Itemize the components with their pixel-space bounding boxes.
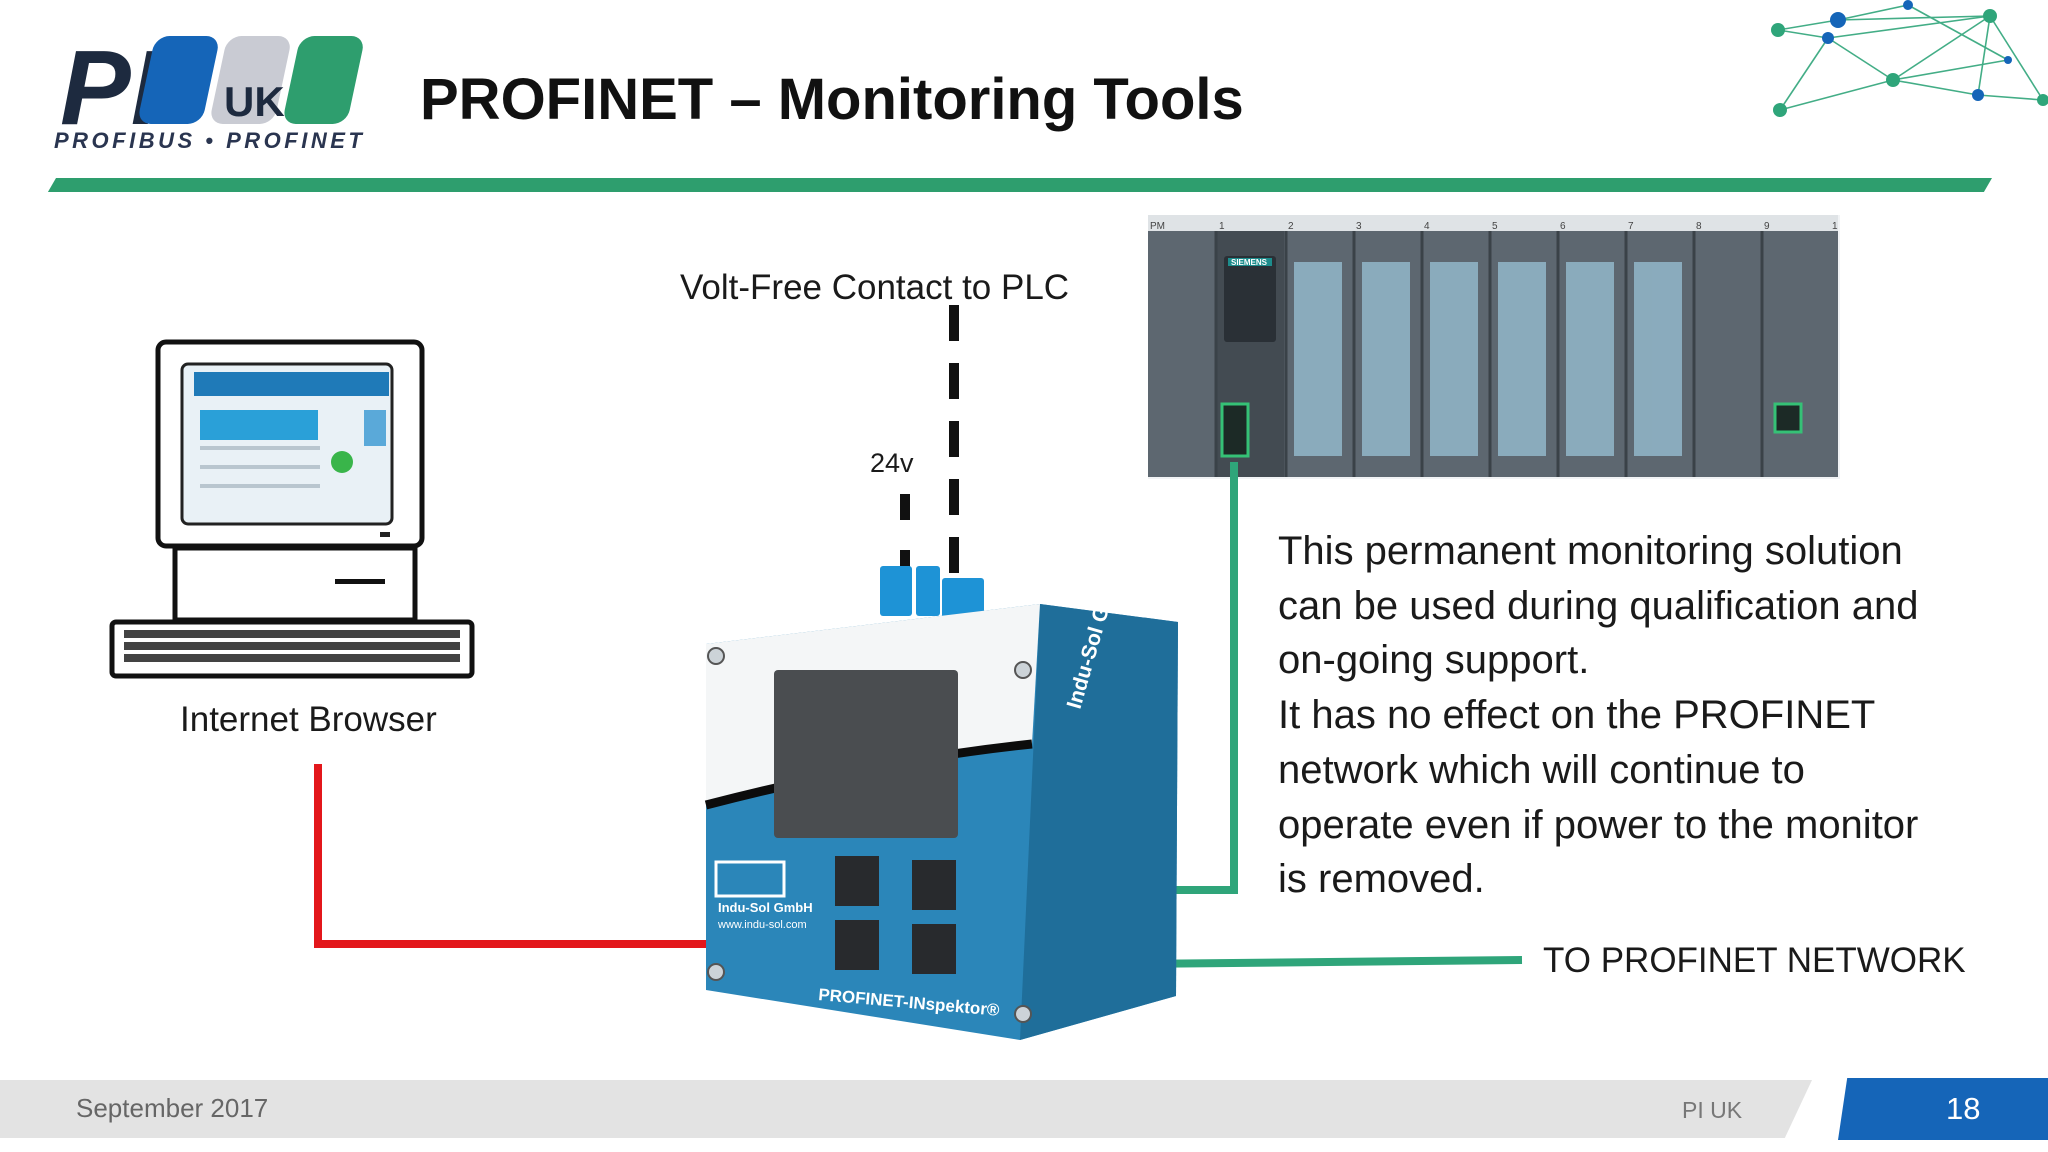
rack-slot-label: 2 [1288, 221, 1294, 232]
device-website: www.indu-sol.com [717, 919, 807, 931]
rack-slot-label: 7 [1628, 221, 1634, 232]
rack-slot-label: 6 [1560, 221, 1566, 232]
cpu-brand-label: SIEMENS [1231, 258, 1268, 267]
rack-slot-label: 5 [1492, 221, 1498, 232]
description-line: on-going support. [1278, 638, 1590, 683]
rack-slot-label: PM [1150, 221, 1165, 232]
logo-uk-text: UK [224, 78, 285, 125]
description-line: is removed. [1278, 857, 1485, 902]
description-line: This permanent monitoring solution [1278, 529, 1903, 573]
network-graphic [1771, 0, 2048, 117]
rack-slot-label: 1 [1219, 221, 1225, 232]
page-number-badge [1838, 1078, 2048, 1140]
logo-tagline: PROFIBUS • PROFINET [54, 128, 365, 153]
profinet-network-label: TO PROFINET NETWORK [1543, 941, 1966, 980]
device-brand-front: Indu-Sol GmbH [718, 900, 813, 915]
power-24v-label: 24v [870, 448, 914, 478]
volt-free-contact-label: Volt-Free Contact to PLC [680, 268, 1070, 307]
footer-date: September 2017 [76, 1093, 269, 1123]
rack-slot-label: 9 [1764, 221, 1770, 232]
description-line: It has no effect on the PROFINET [1278, 693, 1876, 738]
pi-uk-logo: PI UK PROFIBUS • PROFINET [54, 29, 365, 153]
rack-slot-label: 8 [1696, 221, 1702, 232]
page-title: PROFINET – Monitoring Tools [420, 67, 1244, 132]
rack-slot-label: 4 [1424, 221, 1430, 232]
rack-slot-label: 1 [1832, 221, 1838, 232]
footer-org: PI UK [1682, 1097, 1743, 1123]
internet-browser-label: Internet Browser [180, 700, 437, 739]
rack-slot-label: 3 [1356, 221, 1362, 232]
computer-icon [109, 339, 475, 679]
description-text: This permanent monitoring solution can b… [1278, 524, 2018, 907]
page-number: 18 [1946, 1091, 1981, 1126]
description-line: operate even if power to the monitor [1278, 802, 1919, 847]
plc-rack-image: PM 1 2 3 4 5 6 7 8 9 1 SIEMENS [1148, 215, 1840, 479]
description-line: can be used during qualification and [1278, 583, 1919, 628]
footer-bar [0, 1080, 1812, 1138]
description-line: network which will continue to [1278, 747, 1805, 792]
browser-cable-red [314, 764, 850, 948]
profinet-inspektor-device: Indu-Sol GmbH www.indu-sol.com PROFINET-… [704, 558, 1178, 1040]
